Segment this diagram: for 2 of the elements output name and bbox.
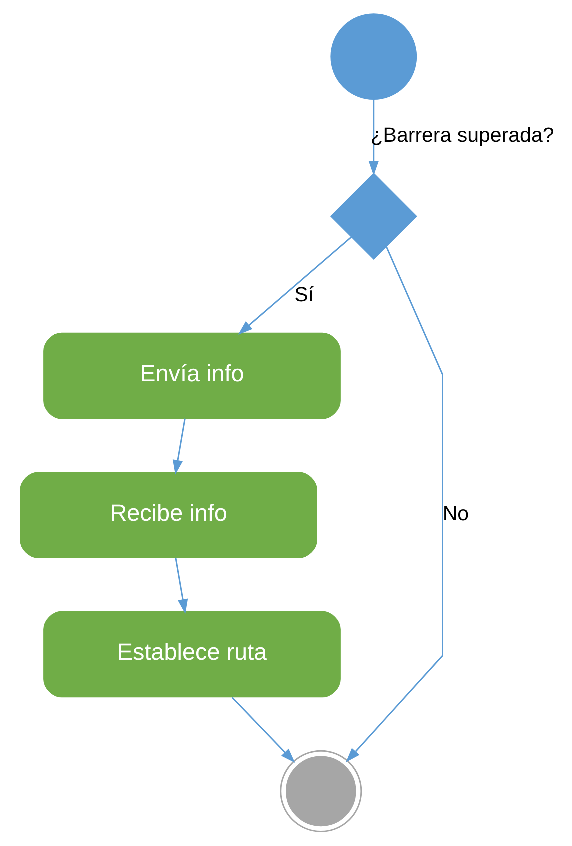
- edge-label: No: [442, 502, 470, 526]
- edge-label: Sí: [294, 284, 314, 307]
